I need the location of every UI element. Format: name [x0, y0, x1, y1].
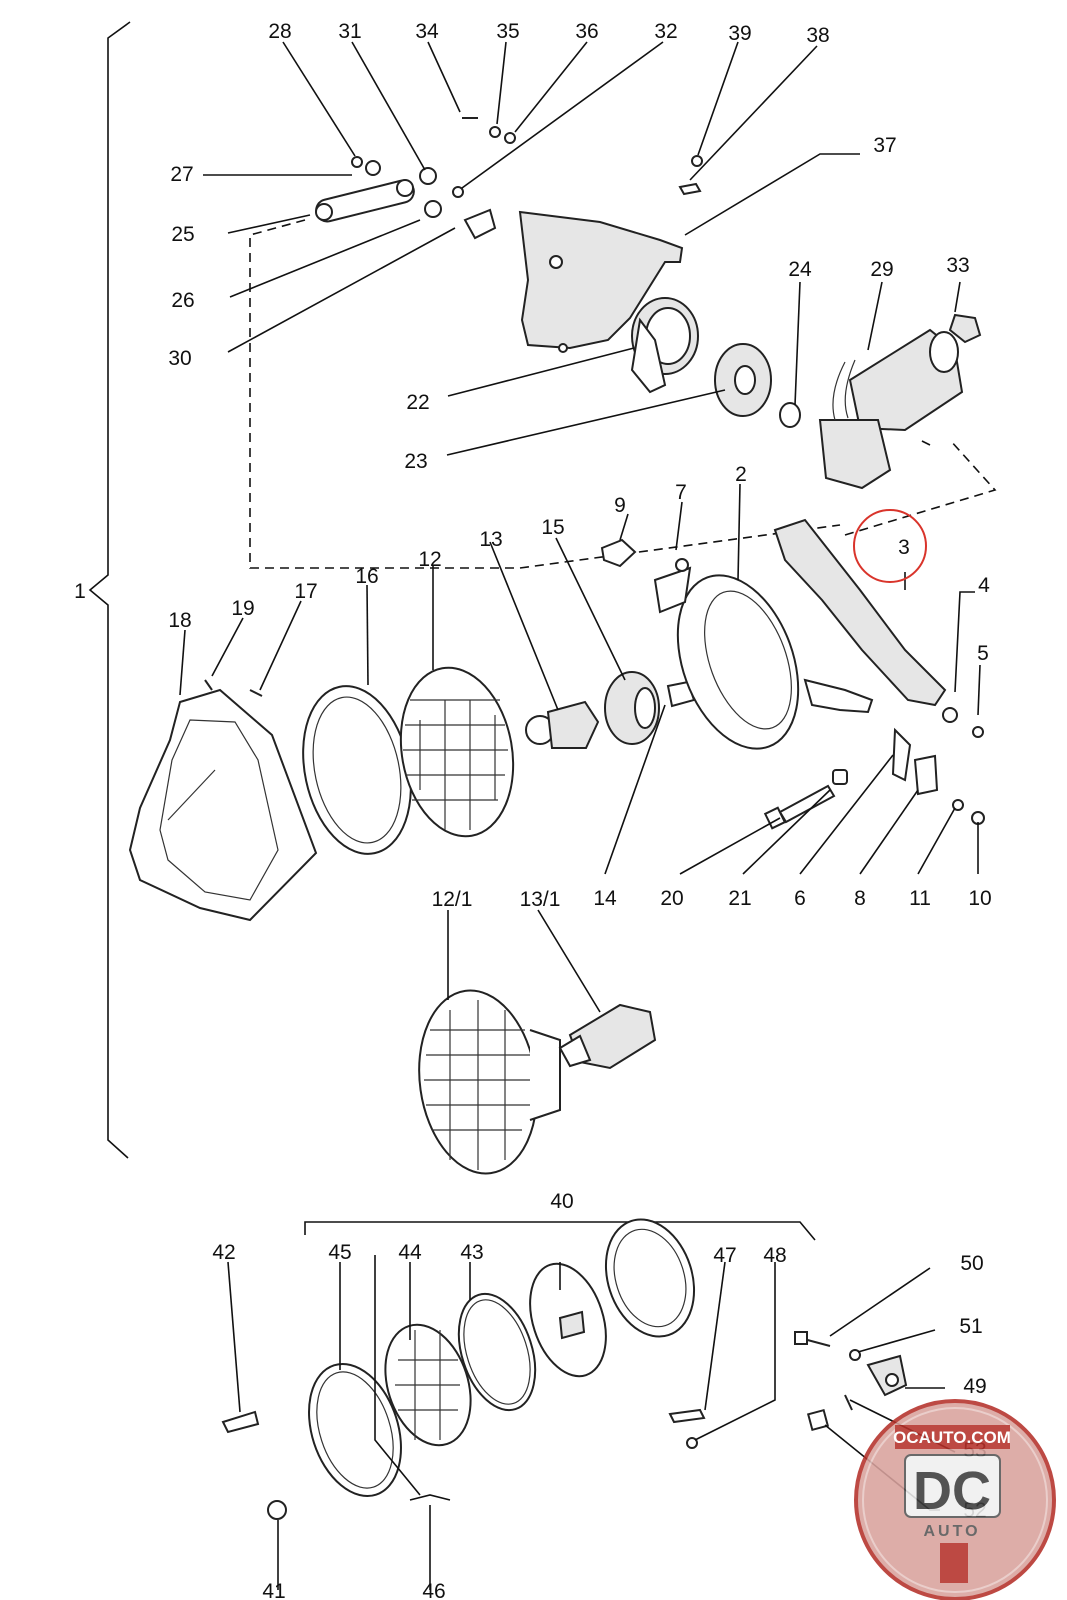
- label-44: 44: [398, 1241, 422, 1264]
- watermark-letters: DC: [913, 1461, 991, 1521]
- label-8: 8: [854, 887, 866, 910]
- label-21: 21: [728, 887, 751, 910]
- motor-29: [818, 328, 964, 490]
- label-37: 37: [873, 134, 896, 157]
- small-hardware-middle: [204, 679, 985, 825]
- small-hardware-upper: [351, 117, 703, 240]
- group-46-brace: [409, 1494, 451, 1501]
- mounting-bowl-2: [676, 574, 874, 750]
- label-12: 12: [418, 548, 441, 571]
- chrome-ring-45: [308, 1362, 402, 1498]
- label-12-1: 12/1: [432, 888, 473, 911]
- label-22: 22: [406, 391, 429, 414]
- label-7: 7: [675, 481, 687, 504]
- brackets-7-9: [600, 538, 692, 614]
- seal-43: [457, 1292, 537, 1412]
- housing-18: [128, 688, 318, 922]
- label-15: 15: [541, 516, 564, 539]
- lens-44: [384, 1323, 472, 1447]
- label-18: 18: [168, 609, 191, 632]
- label-45: 45: [328, 1241, 351, 1264]
- label-36: 36: [575, 20, 598, 43]
- watermark-sub: AUTO: [923, 1523, 980, 1540]
- group-1-brace: [88, 21, 131, 1159]
- motor-bracket-37: [518, 210, 684, 353]
- label-29: 29: [870, 258, 893, 281]
- small-parts-lower: [221, 1331, 908, 1520]
- label-16: 16: [355, 565, 378, 588]
- label-50: 50: [960, 1252, 983, 1275]
- part-labels: 1 28 31 34 35 36 32 39 38 27 37 25 26 30…: [74, 20, 992, 1600]
- label-38: 38: [806, 24, 829, 47]
- label-4: 4: [978, 574, 990, 597]
- bowl-40: [604, 1218, 696, 1338]
- link-rod-25: [315, 179, 415, 223]
- label-6: 6: [794, 887, 806, 910]
- label-34: 34: [415, 20, 439, 43]
- dc-auto-logo-icon: OCAUTO.COM DC AUTO: [854, 1399, 1056, 1600]
- label-2: 2: [735, 463, 747, 486]
- label-13-1: 13/1: [520, 888, 561, 911]
- label-23: 23: [404, 450, 427, 473]
- label-32: 32: [654, 20, 677, 43]
- label-3: 3: [898, 536, 910, 559]
- label-41: 41: [262, 1580, 285, 1600]
- bushing-24: [779, 402, 801, 428]
- label-1: 1: [74, 580, 86, 603]
- label-51: 51: [959, 1315, 982, 1338]
- label-9: 9: [614, 494, 626, 517]
- highlight-circle-3: [853, 509, 927, 583]
- sealed-beam-12: [399, 666, 515, 838]
- dashed-assembly-lines: [249, 219, 997, 569]
- label-30: 30: [168, 347, 191, 370]
- label-42: 42: [212, 1241, 235, 1264]
- arm-3: [773, 518, 947, 707]
- label-24: 24: [788, 258, 812, 281]
- label-17: 17: [294, 580, 317, 603]
- label-27: 27: [170, 163, 193, 186]
- group-40-brace: [304, 1221, 816, 1241]
- leader-lines: [179, 41, 981, 1590]
- label-49: 49: [963, 1375, 986, 1398]
- sealed-beam-12-1: [418, 989, 561, 1175]
- label-20: 20: [660, 887, 683, 910]
- label-46: 46: [422, 1580, 445, 1600]
- label-28: 28: [268, 20, 291, 43]
- label-25: 25: [171, 223, 194, 246]
- label-39: 39: [728, 22, 751, 45]
- label-33: 33: [946, 254, 969, 277]
- bulb-13: [525, 700, 600, 749]
- label-35: 35: [496, 20, 519, 43]
- label-13: 13: [479, 528, 502, 551]
- label-10: 10: [968, 887, 991, 910]
- label-47: 47: [713, 1244, 736, 1267]
- label-26: 26: [171, 289, 194, 312]
- label-14: 14: [593, 887, 617, 910]
- clips-6-8: [891, 727, 939, 796]
- label-31: 31: [338, 20, 361, 43]
- reflector-40: [529, 1262, 607, 1378]
- housing-22: [630, 297, 699, 394]
- cap-15: [604, 671, 660, 745]
- label-19: 19: [231, 597, 254, 620]
- label-43: 43: [460, 1241, 483, 1264]
- label-5: 5: [977, 642, 989, 665]
- bolt-20-21: [763, 769, 848, 830]
- label-40: 40: [550, 1190, 573, 1213]
- label-11: 11: [909, 887, 931, 910]
- watermark-url: OCAUTO.COM: [893, 1428, 1011, 1447]
- disc-23: [714, 343, 772, 417]
- label-48: 48: [763, 1244, 786, 1267]
- knob-33: [948, 313, 982, 344]
- bulb-13-1: [558, 1003, 657, 1070]
